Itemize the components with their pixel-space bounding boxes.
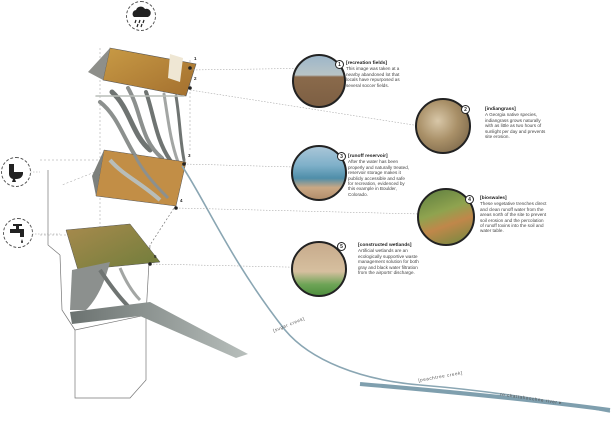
layer-number-1: 1	[194, 56, 197, 61]
outflow-channel	[70, 302, 248, 358]
callout-body: A Georgia native species, indiangrass gr…	[485, 112, 546, 140]
callout-body: These vegetative trenches direct and cle…	[480, 201, 547, 234]
callout-number-5: 5	[337, 242, 346, 251]
rain-cloud-icon	[126, 1, 156, 31]
constructed-wetlands-photo	[291, 241, 347, 297]
layer-markers	[148, 66, 192, 266]
water-faucet-icon	[3, 218, 33, 248]
recreation-fields-layer	[88, 47, 197, 97]
runoff-reservoir-callout: [runoff reservoir] After the water has b…	[348, 154, 410, 197]
callout-title: [indiangrass]	[485, 107, 516, 112]
layer-number-2: 2	[194, 76, 197, 81]
recreation-fields-callout: [recreation fields] This image was taken…	[346, 61, 412, 88]
constructed-wetlands-callout: [constructed wetlands] Artificial wetlan…	[358, 243, 422, 275]
callout-number-4: 4	[465, 195, 474, 204]
layer-number-4: 4	[180, 198, 183, 203]
layer-number-5: 5	[154, 254, 157, 259]
callout-body: Artificial wetlands are an ecologically …	[358, 248, 419, 276]
callout-number-1: 1	[335, 60, 344, 69]
indiangrass-callout: [indiangrass] A Georgia native species, …	[485, 107, 549, 139]
callout-number-3: 3	[337, 152, 346, 161]
callout-title: [bioswales]	[480, 196, 507, 201]
bioswales-layer	[92, 149, 187, 207]
callout-title: [runoff reservoir]	[348, 154, 388, 159]
callout-title: [recreation fields]	[346, 61, 388, 66]
constructed-wetlands-layer	[65, 223, 161, 310]
callout-body: This image was taken at a nearby abandon…	[346, 66, 400, 88]
layer-number-3: 3	[188, 153, 191, 158]
callout-number-2: 2	[461, 105, 470, 114]
creek-water-line	[181, 165, 611, 413]
callout-title: [constructed wetlands]	[358, 243, 412, 248]
toilet-icon	[1, 157, 31, 187]
callout-body: After the water has been properly and na…	[348, 159, 410, 197]
bioswales-callout: [bioswales] These vegetative trenches di…	[480, 196, 548, 234]
